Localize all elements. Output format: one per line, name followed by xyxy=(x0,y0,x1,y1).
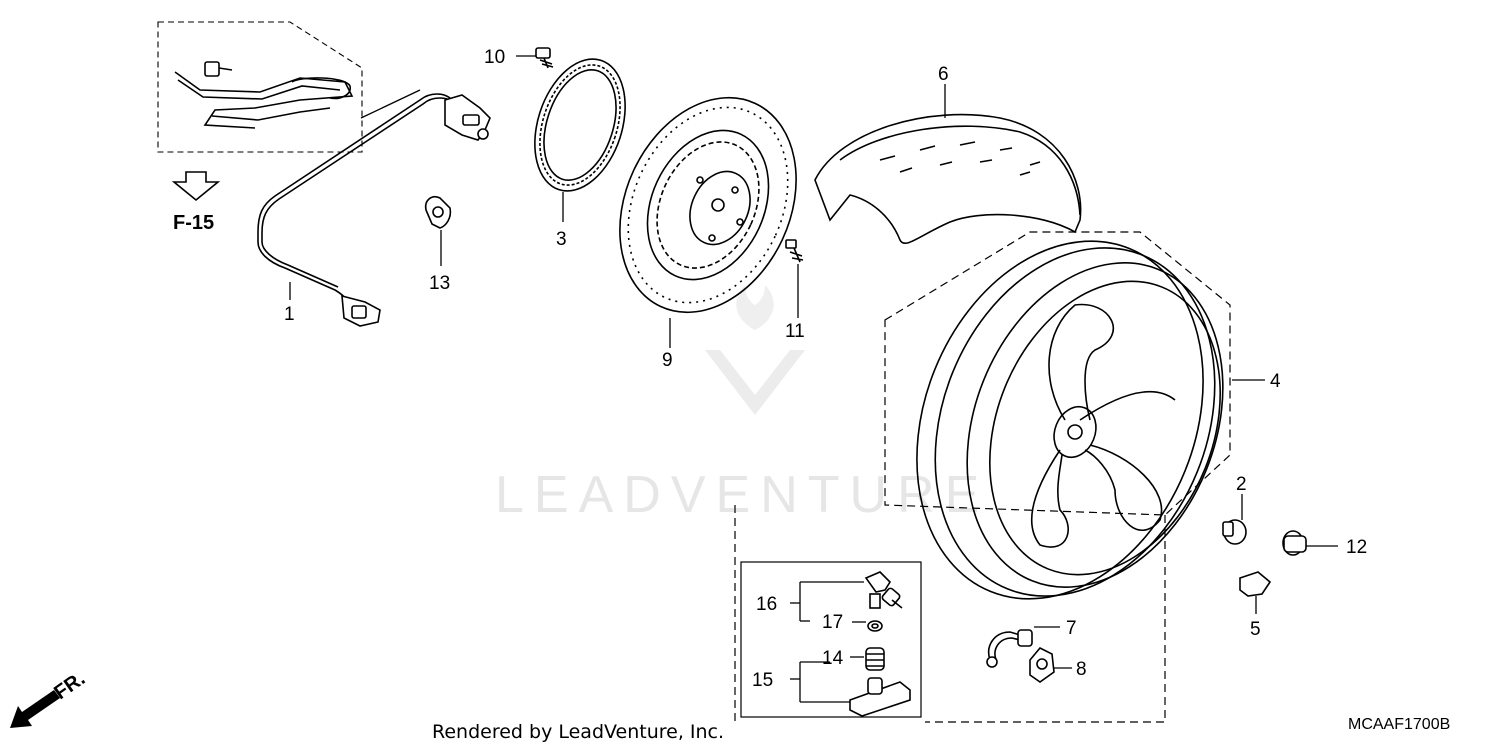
part-8-bracket xyxy=(1029,647,1072,683)
part-9-brake-disc xyxy=(619,96,797,348)
part-13-clip xyxy=(424,195,452,266)
callout-7: 7 xyxy=(1066,618,1077,639)
callout-numbers: 1 2 3 4 5 6 7 8 9 10 11 12 13 14 15 16 1… xyxy=(284,47,1367,691)
part-15-valve-base xyxy=(790,661,911,717)
callout-9: 9 xyxy=(662,350,673,371)
callout-1: 1 xyxy=(284,304,295,325)
drawing-number: MCAAF1700B xyxy=(1348,716,1450,733)
part-5-clip xyxy=(1239,571,1272,614)
reference-box: F-15 xyxy=(157,21,363,234)
callout-15: 15 xyxy=(752,670,773,691)
part-12-collar xyxy=(1282,530,1338,556)
part-16-valve xyxy=(790,571,903,622)
part-7-valve-hose xyxy=(986,626,1060,668)
watermark-text: LEADVENTURE xyxy=(495,466,989,524)
callout-5: 5 xyxy=(1250,619,1261,640)
part-1-wheel-speed-sensor xyxy=(257,89,491,327)
callout-14: 14 xyxy=(822,648,844,669)
part-17-washer xyxy=(852,620,883,632)
part-10-bolt xyxy=(516,47,554,69)
callout-17: 17 xyxy=(822,612,843,633)
part-3-pulser-ring xyxy=(534,58,626,222)
part-11-screw xyxy=(785,239,804,318)
callout-10: 10 xyxy=(484,47,505,68)
watermark: LEADVENTURE xyxy=(495,285,989,524)
callout-3: 3 xyxy=(556,229,567,250)
front-direction-arrow-icon: FR. xyxy=(10,668,89,728)
part-2-weight xyxy=(1222,494,1247,545)
callout-4: 4 xyxy=(1270,371,1281,392)
ref-label: F-15 xyxy=(173,212,214,234)
callout-12: 12 xyxy=(1346,537,1367,558)
part-14-spring xyxy=(850,647,885,671)
callout-8: 8 xyxy=(1076,659,1087,680)
callout-2: 2 xyxy=(1236,474,1247,495)
footer-credit: Rendered by LeadVenture, Inc. xyxy=(432,721,724,743)
callout-6: 6 xyxy=(938,64,949,85)
valve-parts-box xyxy=(734,505,1166,723)
part-6-tire xyxy=(814,84,1082,245)
callout-16: 16 xyxy=(756,594,777,615)
down-arrow-icon xyxy=(171,171,221,202)
callout-13: 13 xyxy=(429,273,450,294)
part-4-wheel xyxy=(884,231,1265,600)
callout-11: 11 xyxy=(785,321,805,342)
